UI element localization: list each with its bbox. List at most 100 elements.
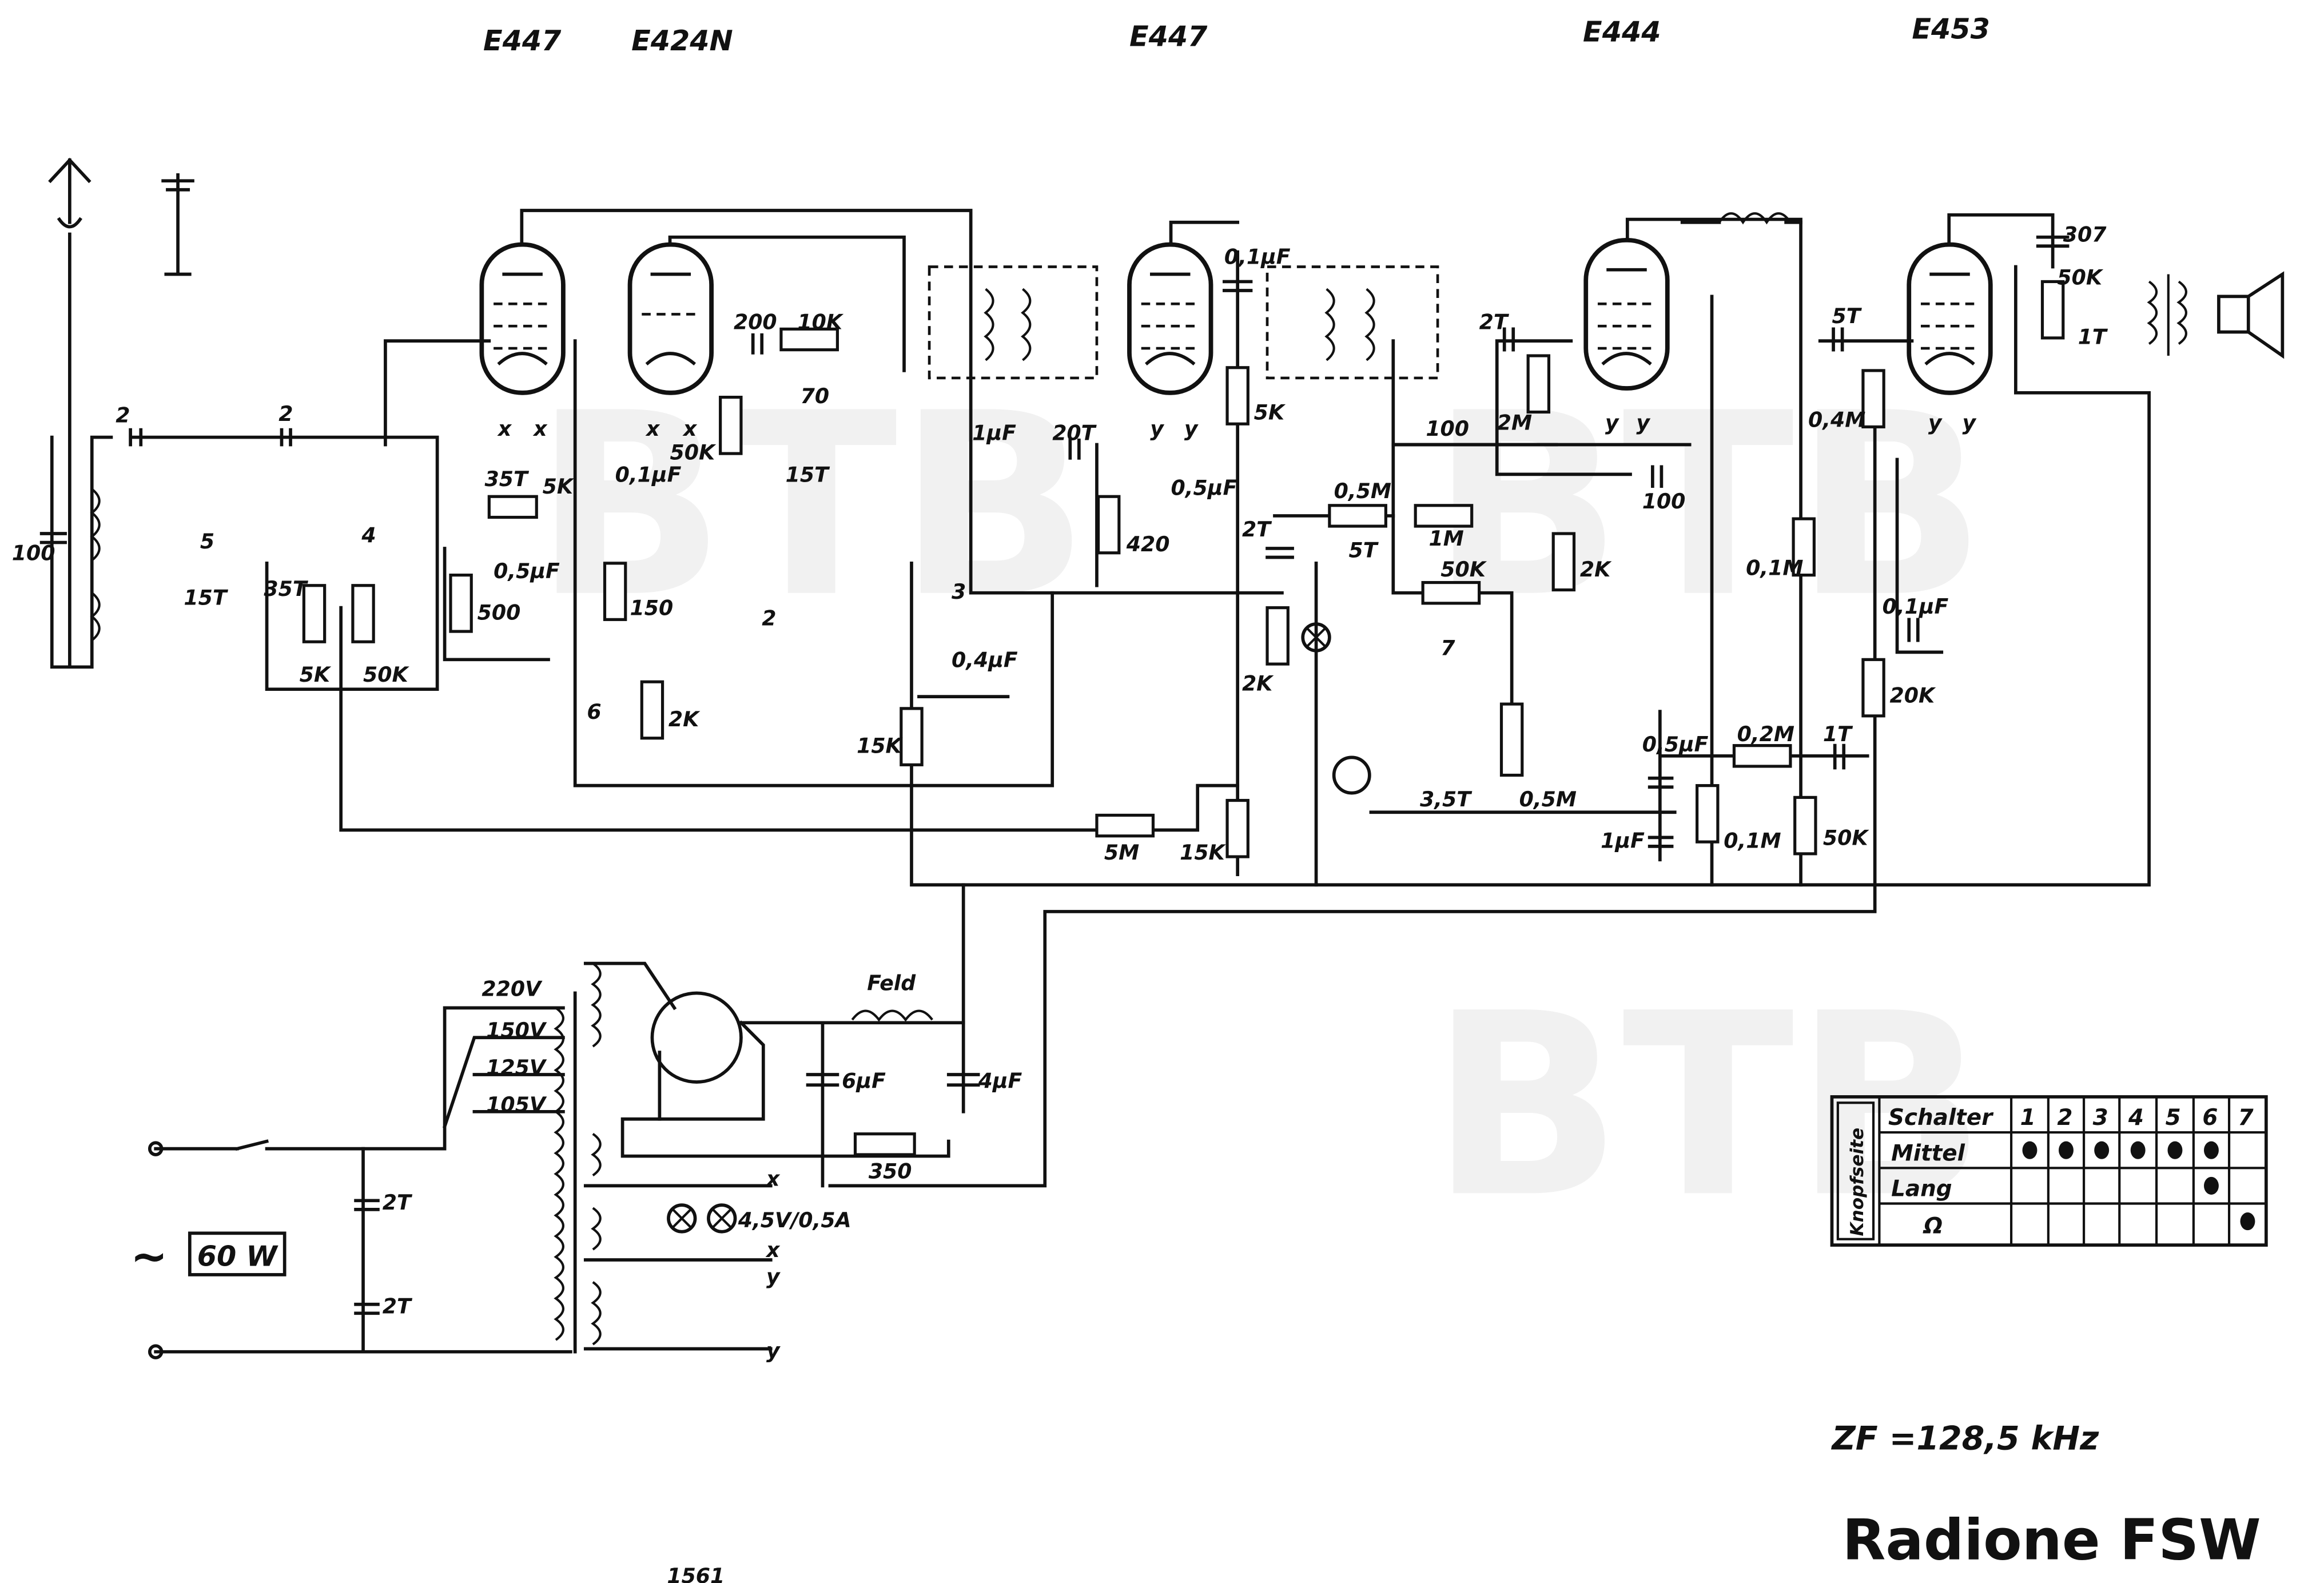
component-labels: 100 2 2 15T 35T 5 4 5K 50K 35T 5K 0,5µF … [12,222,2108,1318]
component-value: 2T [1479,309,1510,334]
switch-closed-dot [2094,1141,2110,1159]
component-value: 2M [1497,411,1532,435]
power-rating: 60 W [197,1239,279,1272]
drawing-number: 1561 [667,1564,725,1583]
component-value: 35T [264,576,308,601]
table-column: 1 [2020,1105,2036,1131]
component-value: 2 [116,403,130,428]
choke-coil [1718,212,1792,225]
pin-label: y [1605,411,1619,435]
switch-closed-dot [2167,1141,2183,1159]
component-value: 0,5µF [494,559,560,583]
component-value: 2 [762,606,776,631]
component-value: 7 [1440,636,1455,661]
tube-e447-if [1127,242,1213,395]
if-transformer-2 [1266,265,1439,380]
component-value: 1µF [1601,828,1645,853]
component-value: 4µF [978,1068,1022,1093]
component-value: 0,1µF [1883,594,1949,619]
pin-label: y [1636,411,1650,435]
component-value: 10K [797,309,843,334]
watermark: BTB [1430,359,1986,653]
field-coil [851,1009,933,1022]
component-value: 6 [587,699,601,724]
component-value: 2K [668,707,701,731]
tube-label: E453 [1912,12,1989,45]
component-value: 5M [1104,840,1139,865]
table-row-label: Lang [1891,1176,1952,1202]
tube-e444-detector [1583,237,1670,391]
ac-symbol: ~ [130,1231,168,1283]
switch-closed-dot [2240,1212,2255,1231]
component-value: 2T [383,1190,413,1215]
pin-label: x [765,1166,781,1191]
component-value: 100 [1426,416,1469,441]
pin-label: y [1150,416,1164,441]
component-value: 5T [1349,538,1379,563]
component-value: 50K [363,662,409,687]
component-value: 350 [869,1159,912,1183]
tube-label: E424N [631,24,733,57]
rectifier-tube [650,991,743,1084]
ground-icon [161,173,194,276]
tap-label: 220V [481,977,543,1001]
speaker-icon [2147,271,2285,359]
tube-e453-output [1907,242,1993,395]
component-value: 1M [1429,526,1464,551]
component-value: 20T [1052,421,1097,446]
component-value: 15T [786,462,830,487]
component-value: 15K [857,734,903,758]
mains-transformer-secondary [591,962,602,1346]
component-value: 15K [1180,840,1226,865]
component-value: 0,4M [1808,407,1865,432]
power-rating-box [188,1231,286,1276]
component-value: 0,1µF [1224,244,1291,269]
component-value: 50K [670,440,717,464]
mains-terminal [148,1344,164,1359]
component-value: 2 [278,401,293,426]
component-value: 1T [2078,324,2108,349]
component-value: 0,1µF [615,462,682,487]
pin-label: x [497,416,512,441]
component-value: 100 [12,541,55,566]
pin-label: x [765,1238,781,1262]
switch-closed-dot [2204,1176,2219,1195]
component-value: 35T [485,467,530,491]
model-title: Radione FSW [1843,1508,2261,1573]
component-value: 0,1M [1746,556,1803,580]
component-value: 50K [1440,557,1487,582]
pin-label: y [766,1338,781,1363]
component-value: 100 [1642,489,1686,514]
component-value: 20K [1890,683,1936,707]
component-value: 3 [952,579,966,604]
component-value: 0,1M [1724,828,1781,853]
capacitor-icon [39,235,2070,1315]
mains-terminal [148,1141,164,1156]
component-value: 2T [1242,517,1272,542]
field-coil-label: Feld [867,971,916,995]
component-value: 307 [2063,222,2107,246]
component-value: 0,5µF [1642,732,1709,757]
component-value: 5K [543,474,575,499]
pilot-lamp-icon [667,622,1331,1234]
component-value: 150 [630,596,674,621]
component-value: 0,4µF [952,647,1018,672]
switch-table: Knopfseite Schalter 1 2 3 4 5 6 7 Mittel… [1830,1095,2268,1247]
pin-label: x [532,416,548,441]
tap-label: 150V [486,1018,547,1043]
component-value: 2K [1580,557,1612,582]
component-value: 500 [477,600,521,625]
lamp-label: 4,5V/0,5A [738,1208,851,1232]
pin-label: y [1184,416,1199,441]
component-value: 2K [1242,671,1274,696]
resistor-icon [302,280,2065,1156]
table-column: 6 [2202,1105,2218,1131]
tap-label: 125V [486,1055,547,1080]
component-value: 5 [200,529,214,554]
pin-label: x [682,416,698,441]
tube-e447-mixer [479,242,566,395]
table-column: 5 [2166,1105,2181,1131]
tube-label: E447 [1129,19,1208,53]
component-value: 70 [801,384,829,408]
if-transformer-1 [928,265,1099,380]
